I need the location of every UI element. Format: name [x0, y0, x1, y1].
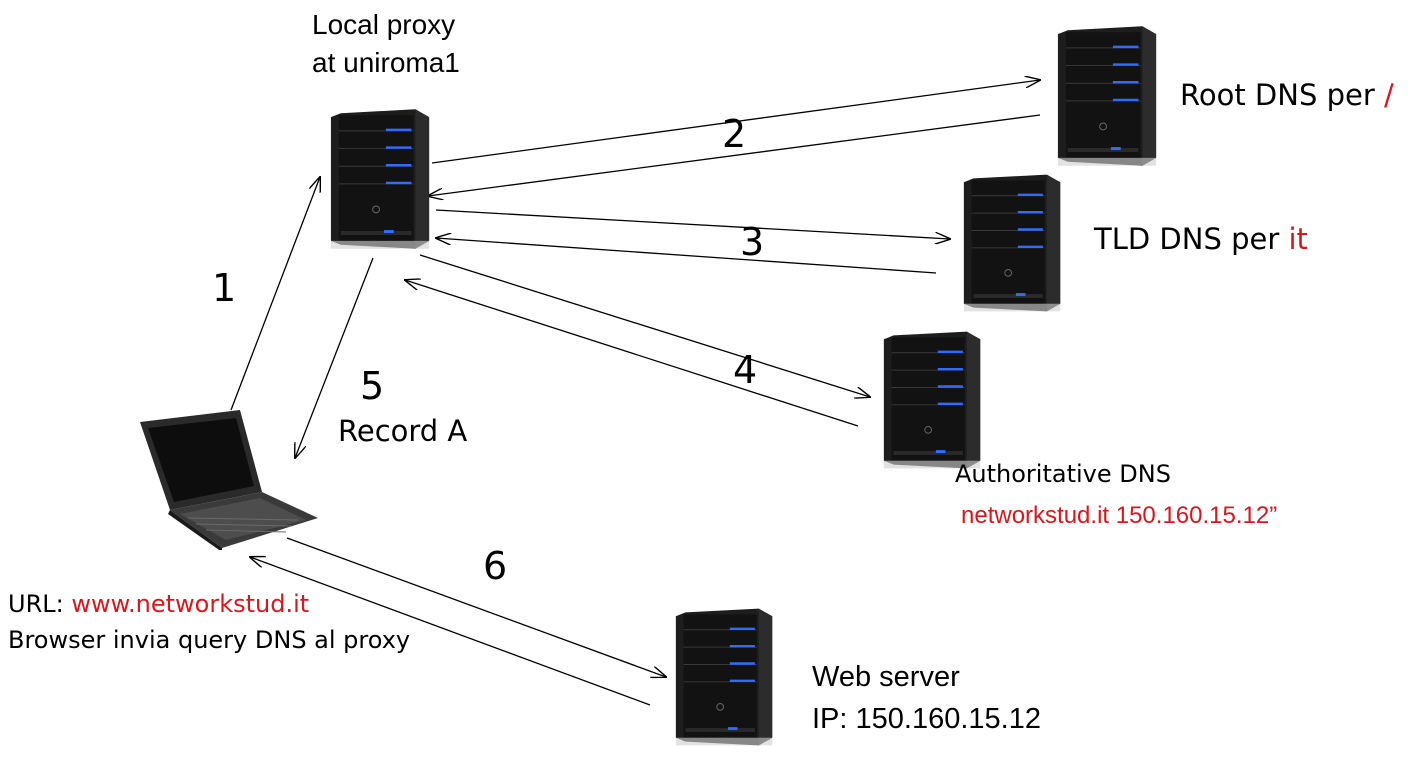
arrow-6-reply-from-web [250, 557, 651, 706]
tld-dns-highlight: it [1288, 222, 1308, 256]
tld-dns-server-icon [962, 174, 1062, 312]
web-server-icon [674, 607, 774, 747]
tld-dns-text: TLD DNS per [1094, 222, 1289, 256]
arrow-3-request-to-tld [435, 209, 950, 239]
authoritative-dns-title: Authoritative DNS [955, 460, 1171, 488]
local-proxy-label: Local proxy at uniroma1 [312, 6, 460, 82]
arrow-2-request-to-root [431, 80, 1040, 164]
step-2-label: 2 [722, 112, 747, 156]
step-5-label: 5 [360, 364, 385, 408]
step-4-label: 4 [733, 348, 758, 392]
arrow-5-record-a-to-client [295, 257, 374, 458]
authoritative-dns-record: networkstud.it 150.160.15.12” [961, 502, 1278, 529]
step-3-label: 3 [740, 220, 765, 264]
arrow-3-reply-from-tld [436, 238, 937, 274]
tld-dns-label: TLD DNS per it [1094, 222, 1308, 256]
client-url-prefix: URL: [8, 590, 72, 618]
arrow-6-request-to-web [286, 537, 666, 677]
client-description: Browser invia query DNS al proxy [8, 626, 411, 654]
arrow-4-reply-from-auth [405, 280, 859, 427]
web-server-line1: Web server [812, 661, 960, 693]
root-dns-text: Root DNS per [1180, 78, 1384, 112]
web-server-label: Web server IP: 150.160.15.12 [812, 656, 1041, 740]
arrow-1-query-to-proxy [230, 177, 320, 411]
laptop-icon [140, 410, 318, 550]
root-dns-highlight: / [1383, 78, 1394, 112]
client-url-value: www.networkstud.it [71, 590, 310, 618]
step-6-label: 6 [483, 544, 508, 588]
client-url-label: URL: www.networkstud.it [8, 590, 309, 618]
web-server-line2: IP: 150.160.15.12 [812, 703, 1041, 735]
root-dns-label: Root DNS per / [1180, 78, 1394, 112]
step-5-record-label: Record A [338, 414, 468, 448]
arrow-4-request-to-auth [419, 254, 870, 397]
root-dns-server-icon [1056, 26, 1158, 166]
authoritative-dns-server-icon [882, 330, 982, 470]
local-proxy-server-icon [329, 108, 431, 250]
step-1-label: 1 [212, 266, 237, 310]
arrow-2-reply-from-root [428, 114, 1041, 196]
local-proxy-line1: Local proxy [312, 9, 456, 40]
local-proxy-line2: at uniroma1 [312, 47, 460, 78]
